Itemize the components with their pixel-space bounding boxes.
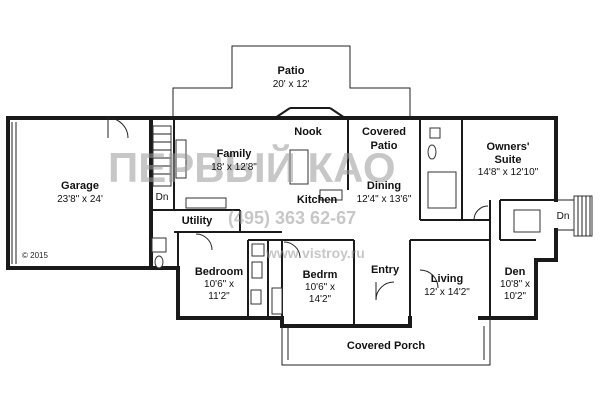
house-walls (149, 116, 558, 328)
garage-dims: 23'8" x 24' (57, 194, 103, 205)
bedroom-dims-1: 10'6" x (204, 279, 234, 290)
owners-suite-label-2: Suite (495, 154, 522, 166)
stairs-right (556, 195, 593, 237)
doors (195, 205, 489, 301)
watermark-brand: ПЕРВЫЙ КАО (108, 143, 396, 191)
living-label: Living (431, 273, 463, 285)
patio-label: Patio (278, 65, 305, 77)
garage-area (6, 116, 153, 270)
bedroom-label: Bedroom (195, 266, 244, 278)
utility-label: Utility (182, 215, 213, 227)
living-dims: 12' x 14'2" (424, 287, 470, 298)
covered-porch-area (281, 318, 491, 366)
family-dims: 18' x 12'8" (211, 162, 257, 173)
garage-label: Garage (61, 180, 99, 192)
den-dims-1: 10'8" x (500, 279, 530, 290)
patio-dims: 20' x 12' (273, 79, 310, 90)
fixtures (151, 127, 541, 315)
owners-suite-dims: 14'8" x 12'10" (478, 167, 539, 178)
watermark-site: www.vistroy.ru (265, 245, 365, 261)
interior-walls (151, 107, 556, 326)
den-label: Den (505, 266, 526, 278)
covered-patio-label-1: Covered (362, 126, 406, 138)
stairs-left (152, 125, 172, 187)
nook-label: Nook (294, 126, 322, 138)
bedrm-dims-1: 10'6" x (305, 282, 335, 293)
kitchen-label: Kitchen (297, 194, 338, 206)
covered-porch-label: Covered Porch (347, 340, 426, 352)
bedroom-dims-2: 11'2" (208, 291, 230, 302)
stairs-right-label: Dn (557, 211, 570, 222)
entry-label: Entry (371, 264, 400, 276)
patio-area (172, 45, 411, 118)
copyright-text: © 2015 (22, 251, 48, 260)
bedrm-dims-2: 14'2" (309, 294, 332, 305)
watermark: ПЕРВЫЙ КАО (495) 363 62-67 www.vistroy.r… (108, 143, 396, 261)
dining-dims: 12'4" x 13'6" (357, 194, 412, 205)
family-label: Family (217, 148, 253, 160)
watermark-phone: (495) 363 62-67 (228, 208, 356, 228)
bedrm-label: Bedrm (303, 269, 338, 281)
den-dims-2: 10'2" (504, 291, 527, 302)
covered-patio-label-2: Patio (371, 140, 398, 152)
room-labels: Patio 20' x 12' Nook Covered Patio Owner… (22, 65, 569, 352)
dining-label: Dining (367, 180, 401, 192)
owners-suite-label-1: Owners' (487, 141, 530, 153)
stairs-left-label: Dn (156, 192, 169, 203)
